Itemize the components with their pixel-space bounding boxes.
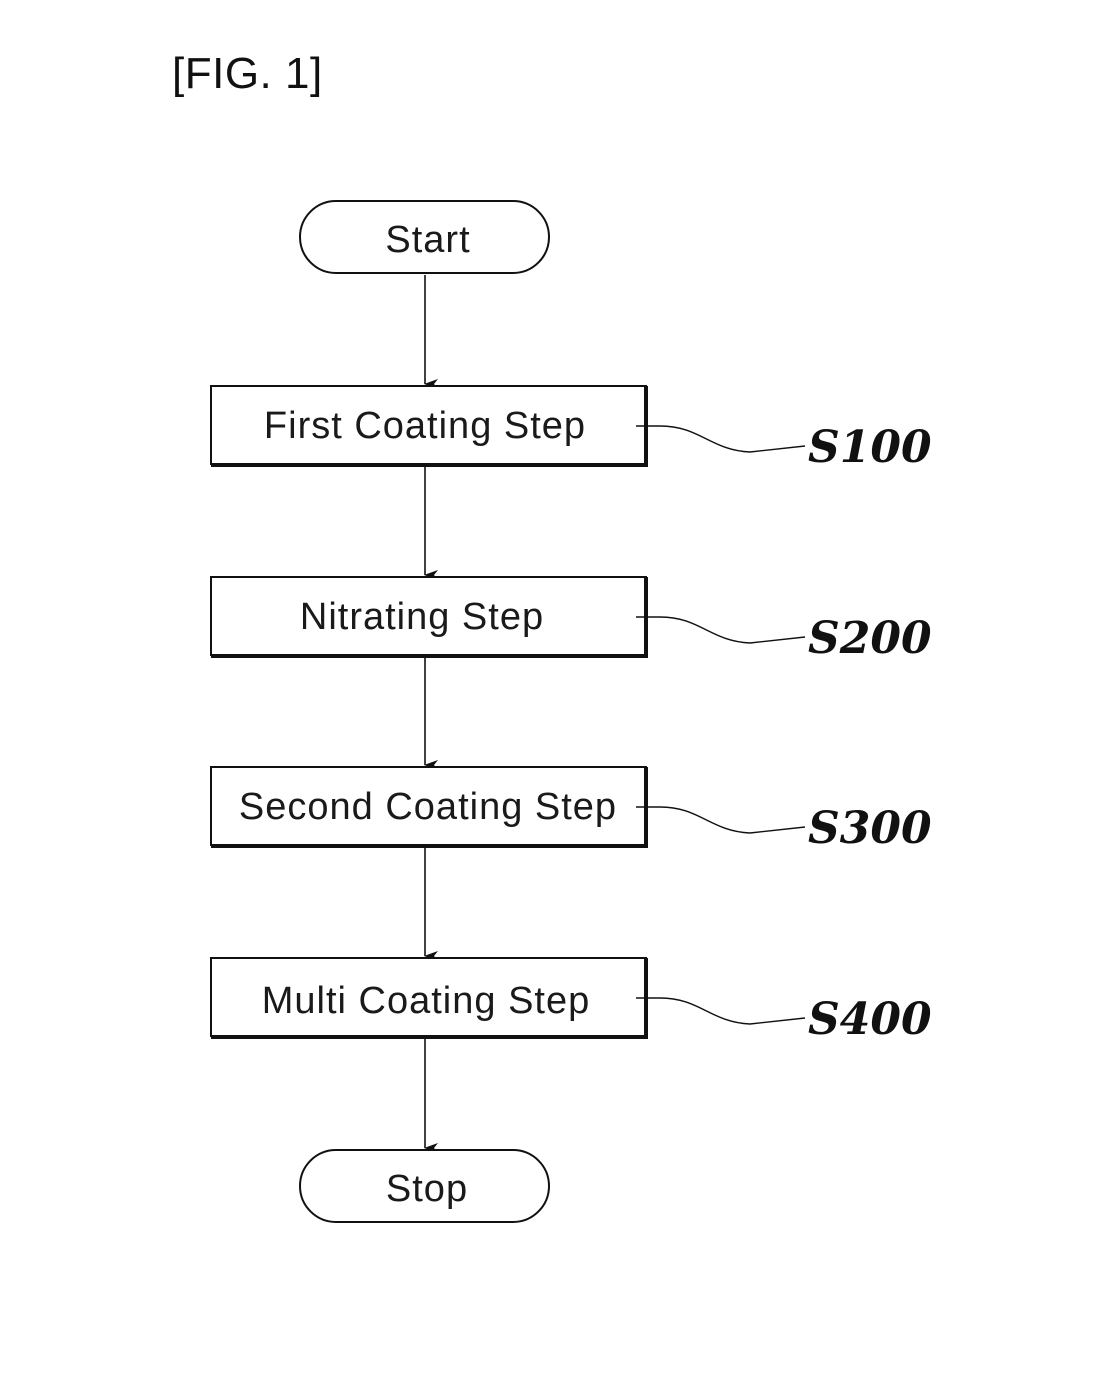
step-label-s300: Second Coating Step [239, 786, 617, 828]
leader-s300 [636, 807, 805, 833]
step-label-s100: First Coating Step [264, 405, 586, 447]
step-box-s400: Multi Coating Step [211, 958, 646, 1037]
stop-terminal: Stop [300, 1150, 549, 1222]
ref-label-s200: S200 [808, 613, 932, 664]
start-terminal: Start [300, 201, 549, 273]
ref-label-s100: S100 [808, 422, 932, 473]
leader-s100 [636, 426, 805, 452]
leader-s200 [636, 617, 805, 643]
ref-label-s400: S400 [808, 994, 932, 1045]
step-label-s200: Nitrating Step [300, 596, 544, 638]
stop-label: Stop [386, 1168, 468, 1210]
leader-s400 [636, 998, 805, 1024]
step-box-s200: Nitrating Step [211, 577, 646, 656]
step-label-s400: Multi Coating Step [262, 980, 591, 1022]
step-box-s300: Second Coating Step [211, 767, 646, 846]
ref-label-s300: S300 [808, 803, 932, 854]
start-label: Start [385, 219, 470, 261]
step-box-s100: First Coating Step [211, 386, 646, 465]
